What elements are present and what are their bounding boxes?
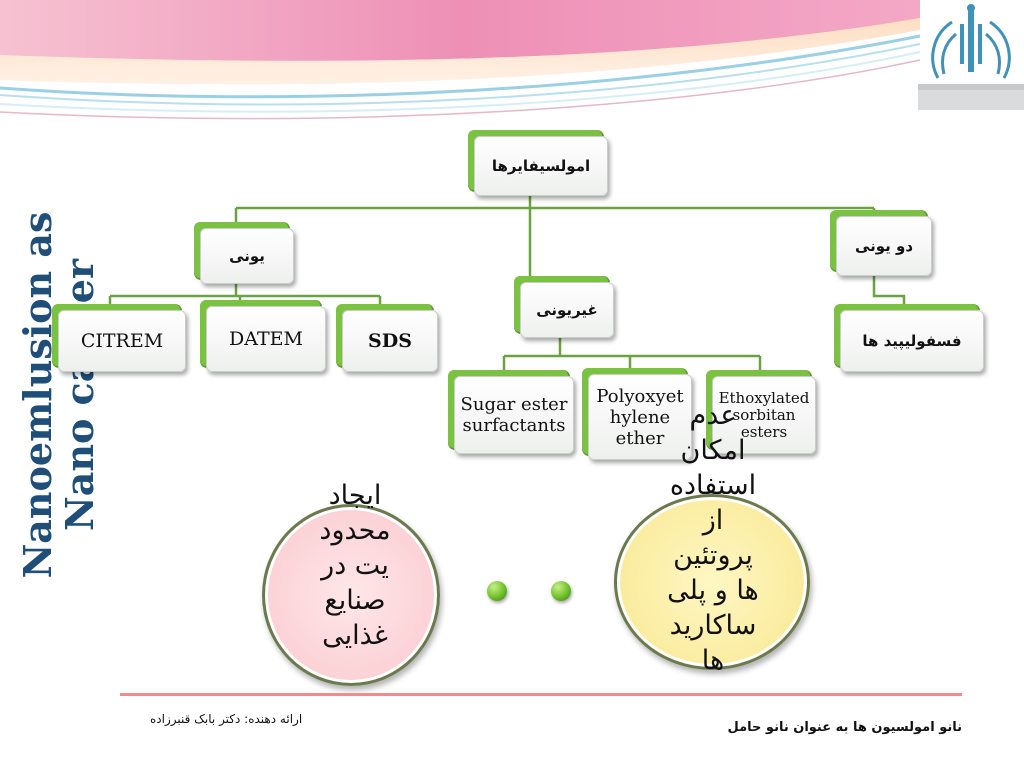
limitation-line: محدود (319, 515, 391, 546)
node-nonionic-label: غیریونی (536, 301, 598, 319)
node-ethox-line2: sorbitan (732, 405, 796, 424)
node-poly-line3: ether (615, 427, 665, 449)
node-poly-line2: hylene (609, 406, 671, 428)
limitation-line: ایجاد (328, 480, 382, 511)
node-nonionic: غیریونی (520, 282, 614, 338)
protein-line: امکان (680, 435, 746, 466)
protein-line: عدم (689, 400, 737, 431)
node-ethox-line1: Ethoxylated (718, 388, 810, 407)
university-logo (918, 4, 1024, 110)
protein-line: استفاده (669, 470, 757, 501)
protein-line: ها (701, 645, 725, 676)
node-sugar-line2: surfactants (462, 415, 566, 436)
green-bullet-dot (487, 581, 507, 601)
protein-line: پروتئین (673, 540, 753, 571)
protein-line: از (702, 505, 724, 536)
node-datem-label: DATEM (229, 327, 303, 350)
footer-divider (120, 693, 962, 696)
protein-line: ساکارید (669, 610, 757, 641)
node-sugar-ester-surfactants: Sugar ester surfactants (454, 376, 574, 454)
limitation-line: یت در (321, 550, 389, 581)
node-emulsifiers-label: امولسیفایرها (491, 157, 591, 175)
protein-line: ها و پلی (667, 575, 759, 606)
limitation-circle (262, 504, 440, 686)
presenter-credit: ارائه دهنده: دکتر بابک قنبرزاده (150, 712, 303, 726)
node-ethox-line3: esters (740, 422, 788, 441)
node-phospholipids-label: فسفولیپید ها (862, 332, 962, 350)
node-ionic-label: یونی (229, 247, 265, 265)
limitation-line: صنایع (324, 585, 386, 616)
node-ethoxylated-sorbitan-esters: Ethoxylated sorbitan esters (712, 376, 816, 454)
node-ionic: یونی (200, 228, 294, 284)
header-swoosh-banner (0, 0, 921, 120)
green-bullet-dot (551, 581, 571, 601)
protein-text: عدم امکان استفاده از پروتئین ها و پلی سا… (650, 398, 776, 678)
node-citrem: CITREM (58, 310, 186, 372)
node-zwitterionic-label: دو یونی (854, 237, 914, 255)
node-polyoxyethylene-ether: Polyoxyet hylene ether (588, 374, 692, 460)
node-datem: DATEM (206, 306, 326, 372)
limitation-text: ایجاد محدود یت در صنایع غذایی (300, 478, 410, 653)
node-sds: SDS (342, 310, 438, 372)
node-phospholipids: فسفولیپید ها (840, 310, 984, 372)
node-poly-line1: Polyoxyet (596, 385, 684, 407)
protein-circle (614, 494, 810, 670)
node-sugar-line1: Sugar ester (460, 394, 568, 415)
slide-footer-title: نانو امولسیون ها به عنوان نانو حامل (727, 720, 962, 735)
node-emulsifiers: امولسیفایرها (474, 136, 608, 196)
node-zwitterionic: دو یونی (836, 216, 932, 276)
node-citrem-label: CITREM (80, 329, 164, 352)
limitation-line: غذایی (322, 620, 388, 651)
node-sds-label: SDS (368, 329, 412, 352)
